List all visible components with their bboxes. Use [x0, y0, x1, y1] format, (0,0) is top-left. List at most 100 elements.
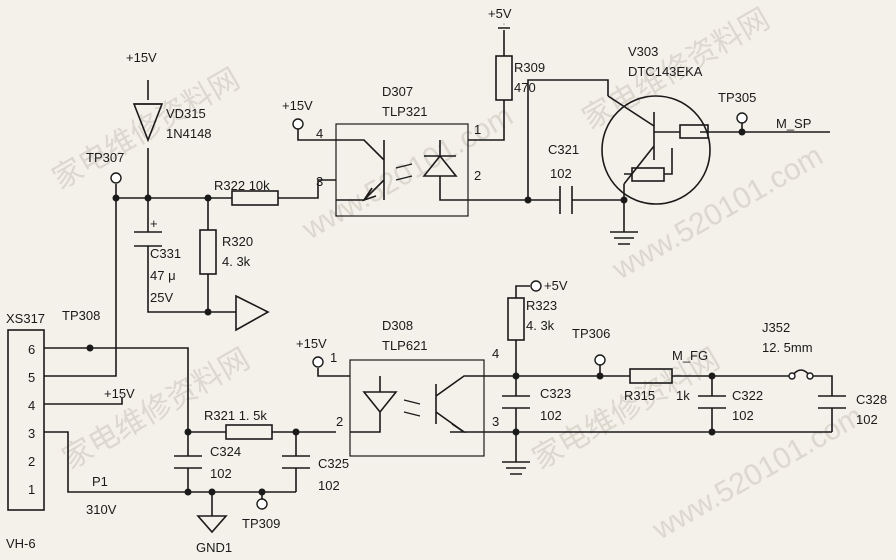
optocoupler-d307: [335, 123, 469, 217]
c331-ref: C331: [150, 246, 181, 261]
plus5v-label-top: +5V: [488, 6, 512, 21]
wire-d308-pin4: [484, 340, 517, 377]
connector-xs317: XS317 VH-6 6 5 4 3 2 1 P1 310V: [6, 311, 117, 551]
tp307-terminal: [110, 172, 122, 184]
output-triangle: [235, 294, 270, 332]
r323-ref: R323: [526, 298, 557, 313]
wire-r309-top: [498, 27, 510, 56]
wire-pin4: [44, 398, 123, 405]
optocoupler-body: [349, 359, 485, 457]
wire-v303-collector: [527, 79, 609, 200]
pin-1-label: 1: [28, 482, 35, 497]
r315-value: 1k: [676, 388, 690, 403]
labels: +15V VD315 1N4148 TP307 R322 10k R320 4.…: [62, 6, 887, 555]
resistor-r1: [679, 124, 709, 139]
polarity-plus: +: [150, 216, 158, 231]
c328-ref: C328: [856, 392, 887, 407]
capacitor-c325: [282, 455, 310, 469]
junction: [596, 372, 604, 380]
c324-value: 102: [210, 466, 232, 481]
connector-body: [7, 329, 45, 511]
junction: [524, 196, 532, 204]
plus15v-terminal-d308: [312, 356, 324, 368]
vd315-value: 1N4148: [166, 126, 212, 141]
junction: [512, 428, 520, 436]
d307-pin4: 4: [316, 126, 323, 141]
wire-d307-pin1: [468, 100, 505, 141]
watermark-4: www.520101.com: [606, 139, 828, 286]
transistor-body: [607, 95, 655, 185]
jumper-end: [806, 372, 814, 380]
d308-pin1: 1: [330, 350, 337, 365]
capacitor-c321: [559, 186, 573, 214]
junction: [184, 428, 192, 436]
tp306-terminal: [594, 354, 606, 366]
d308-pin4: 4: [492, 346, 499, 361]
d308-pin3: 3: [492, 414, 499, 429]
capacitor-c324: [174, 455, 202, 469]
ground-symbol-v303: [610, 231, 638, 245]
j352-ref: J352: [762, 320, 790, 335]
r309-ref: R309: [514, 60, 545, 75]
junction: [86, 344, 94, 352]
v303-ref: V303: [628, 44, 658, 59]
r320-value: 4. 3k: [222, 254, 251, 269]
wire-r323-top: [515, 285, 530, 298]
d308-ref: D308: [382, 318, 413, 333]
light-arrows: [403, 399, 421, 417]
watermark-1: 家电维修资料网: [47, 62, 245, 196]
wire-r322-opto: [278, 179, 336, 199]
tp309-label: TP309: [242, 516, 280, 531]
optocoupler-body: [335, 123, 469, 217]
c323-value: 102: [540, 408, 562, 423]
test-points: [110, 23, 748, 510]
light-arrows: [395, 163, 413, 181]
wire-pin5: [44, 198, 117, 377]
p1-voltage-label: 310V: [86, 502, 117, 517]
junction: [738, 128, 746, 136]
d307-ref: D307: [382, 84, 413, 99]
optocoupler-d308: [349, 359, 485, 457]
transistor-envelope: [601, 95, 711, 205]
wires: [44, 27, 833, 516]
junction: [292, 428, 300, 436]
c331-voltage: 25V: [150, 290, 173, 305]
capacitor-c322: [698, 395, 726, 409]
junctions: [86, 128, 746, 496]
r309-value: 470: [514, 80, 536, 95]
junction: [708, 428, 716, 436]
r322-label: R322 10k: [214, 178, 270, 193]
connector-type-label: VH-6: [6, 536, 36, 551]
c323-ref: C323: [540, 386, 571, 401]
junction: [184, 488, 192, 496]
capacitor-c328: [818, 395, 846, 409]
plus15v-label-d307: +15V: [282, 98, 313, 113]
connector-label: XS317: [6, 311, 45, 326]
c325-ref: C325: [318, 456, 349, 471]
pin-6-label: 6: [28, 342, 35, 357]
diode-vd315: [132, 103, 164, 143]
d308-part: TLP621: [382, 338, 428, 353]
wire-pin3: [44, 431, 296, 493]
watermark-7: www.520101.com: [646, 399, 868, 546]
pin-3-label: 3: [28, 426, 35, 441]
capacitor-plates: [134, 231, 162, 247]
transistor-v303: [601, 95, 712, 205]
jumper-end: [788, 372, 796, 380]
resistor-r321: [225, 424, 273, 440]
tp309-terminal: [256, 498, 268, 510]
wire-d308-pin1: [317, 368, 350, 377]
d307-pin1: 1: [474, 122, 481, 137]
phototransistor: [435, 375, 484, 433]
c325-value: 102: [318, 478, 340, 493]
resistor-r309: [495, 55, 513, 101]
plus15v-terminal-d307: [292, 118, 304, 130]
v303-part: DTC143EKA: [628, 64, 703, 79]
junction: [204, 308, 212, 316]
gnd1-label: GND1: [196, 540, 232, 555]
resistor-r322: [231, 190, 279, 206]
junction: [144, 194, 152, 202]
vd315-ref: VD315: [166, 106, 206, 121]
